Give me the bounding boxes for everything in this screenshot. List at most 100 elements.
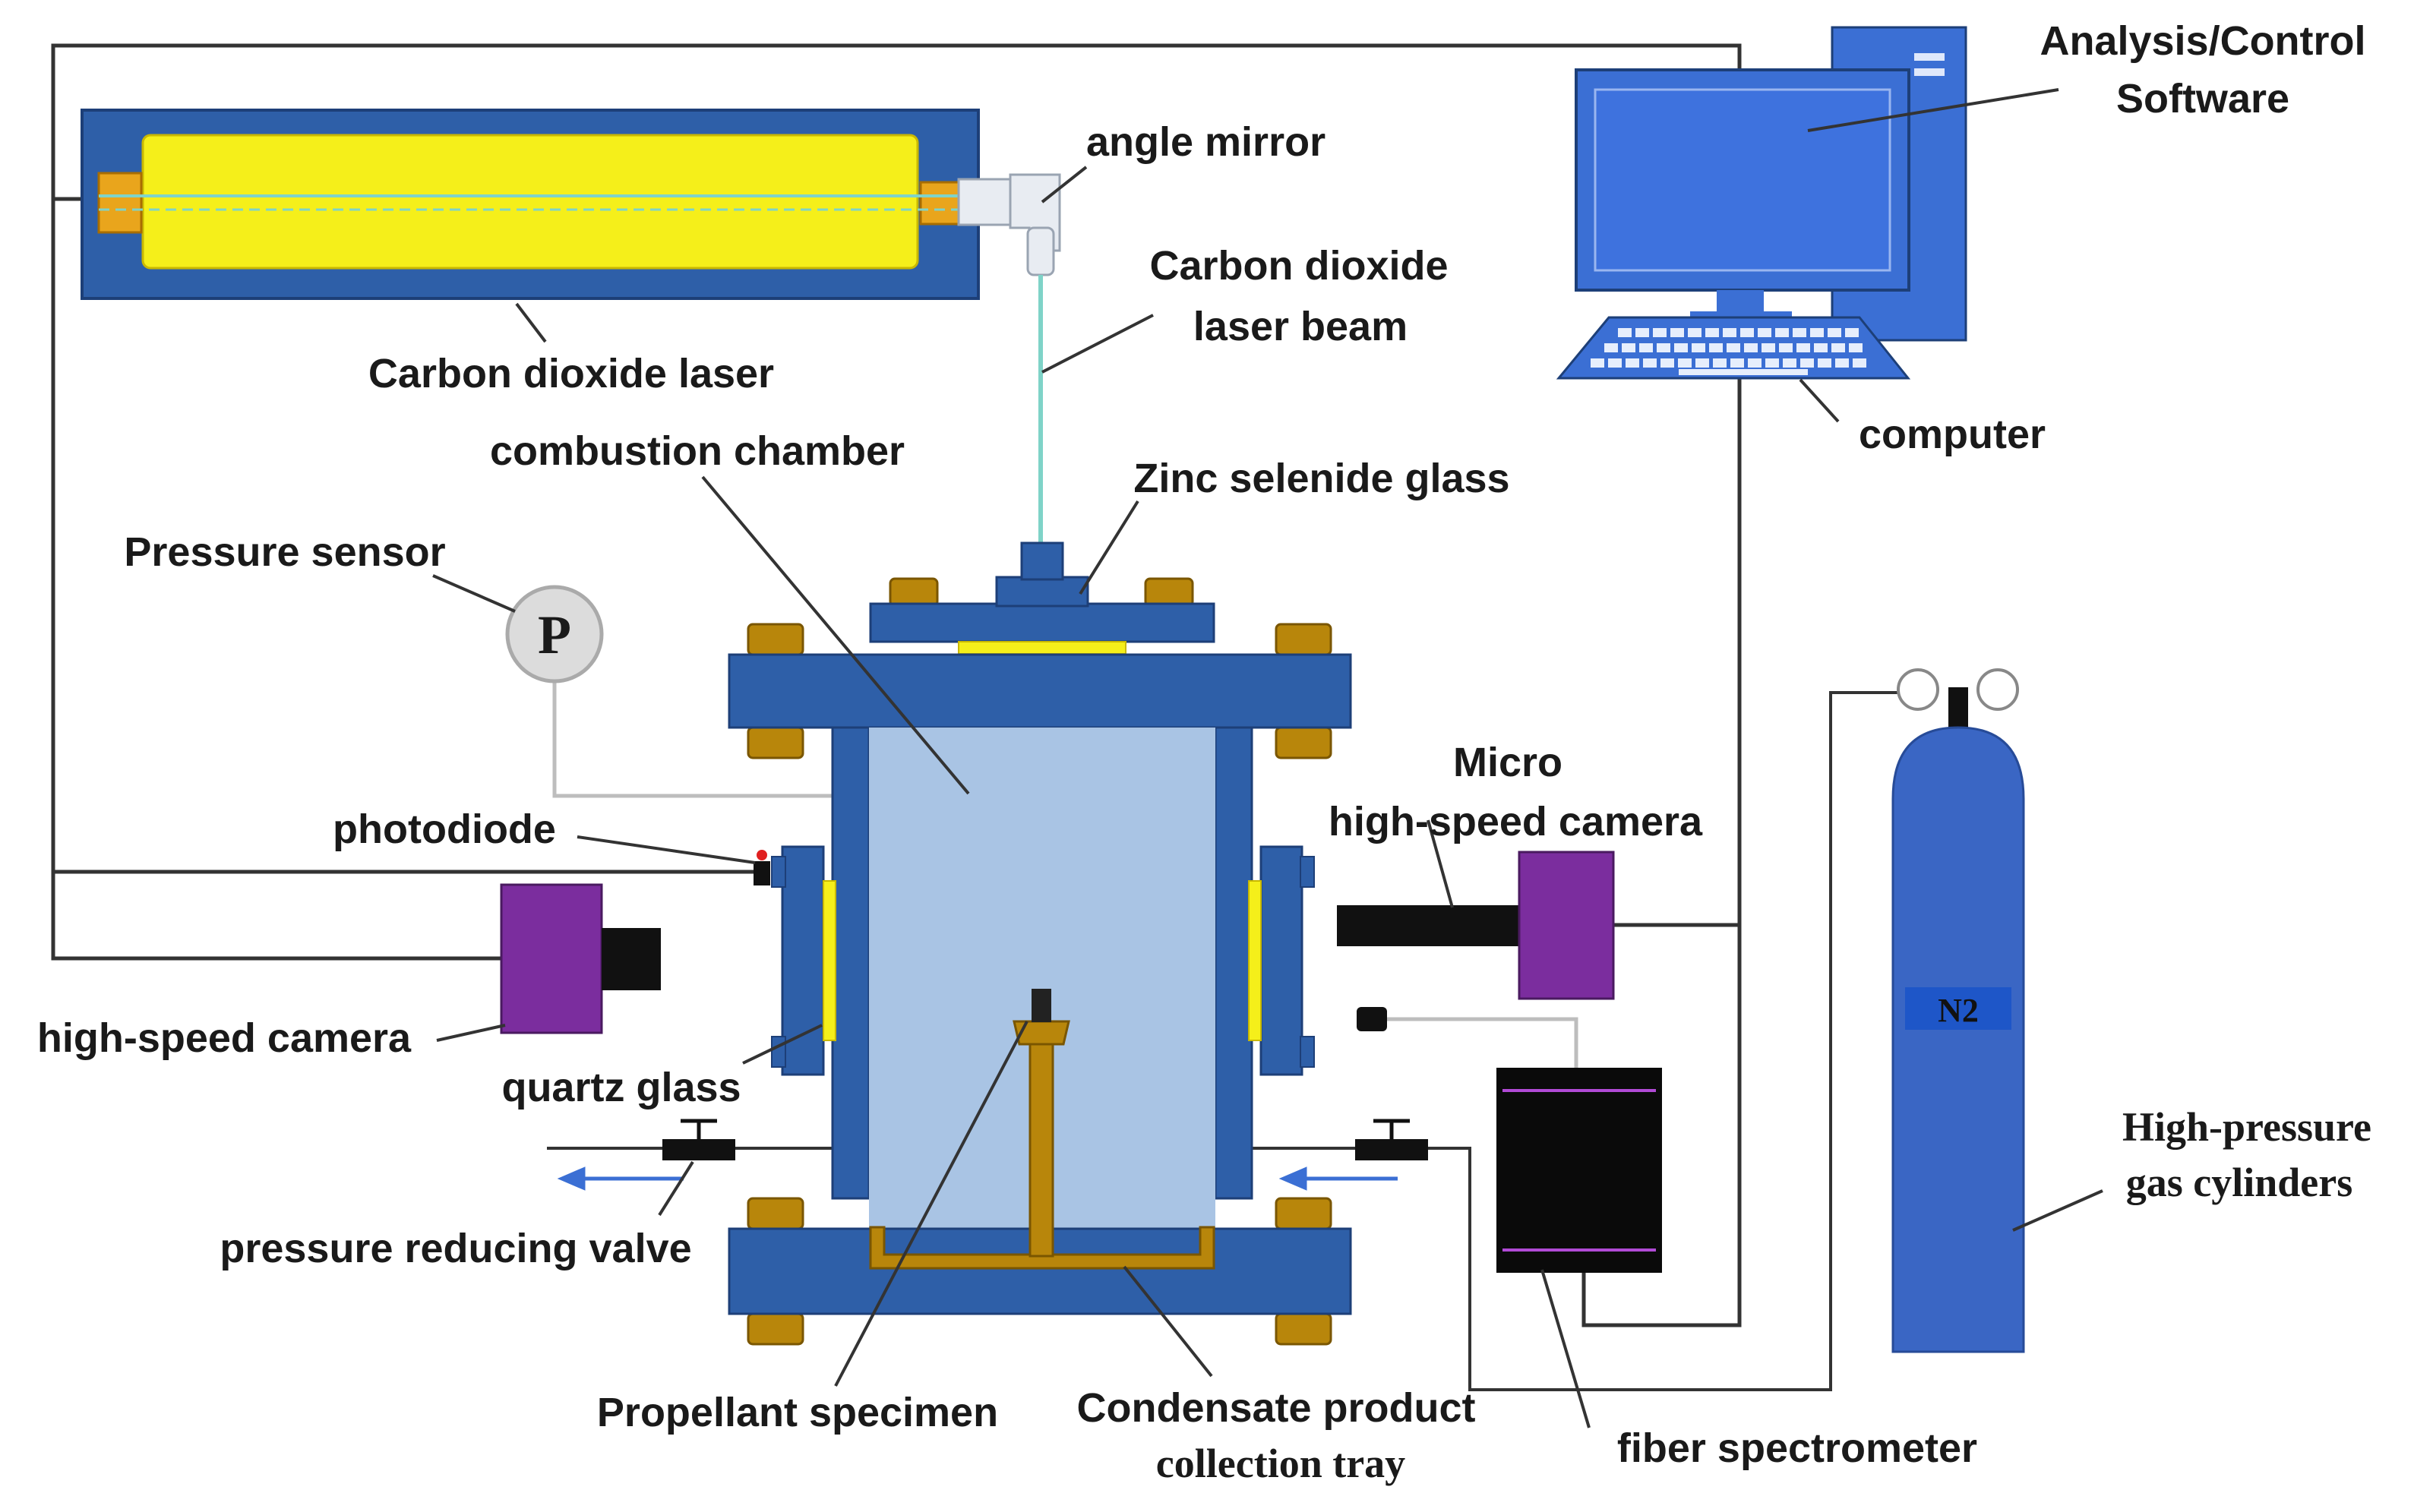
- leader-co2-beam: [1041, 314, 1154, 374]
- angle-mirror: [1009, 173, 1061, 276]
- keyboard-key: [1688, 328, 1701, 337]
- leader-pressure: [432, 574, 516, 613]
- keyboard-key: [1853, 358, 1866, 368]
- keyboard-key: [1800, 358, 1814, 368]
- keyboard-key: [1653, 328, 1667, 337]
- keyboard-key: [1723, 328, 1736, 337]
- cylinder-valve-knob-right: [1976, 668, 2019, 711]
- keyboard-key: [1740, 328, 1754, 337]
- right-window: [1248, 845, 1315, 1076]
- keyboard-key: [1727, 343, 1740, 352]
- condensate-label-2: collection tray: [1156, 1441, 1405, 1486]
- top-flange: [728, 653, 1352, 729]
- keyboard-key: [1793, 328, 1806, 337]
- leader-micro-camera: [1427, 819, 1454, 908]
- keyboard-key: [1618, 328, 1632, 337]
- leader-prv: [658, 1160, 694, 1217]
- propellant-specimen-label: Propellant specimen: [597, 1390, 998, 1435]
- left-wall: [831, 726, 870, 1200]
- top-port-base: [995, 576, 1089, 608]
- photodiode-led: [757, 850, 767, 860]
- n2-label: N2: [1938, 992, 1979, 1029]
- keyboard-key: [1639, 343, 1653, 352]
- exhaust-arrow-head: [557, 1166, 586, 1191]
- keyboard-key: [1796, 343, 1810, 352]
- micro-high-speed-camera: [1337, 851, 1615, 1000]
- bolt: [1275, 623, 1332, 656]
- keyboard-key: [1604, 343, 1618, 352]
- keyboard-key: [1674, 343, 1688, 352]
- keyboard-key: [1635, 328, 1649, 337]
- collection-tray: [869, 1226, 1215, 1270]
- bolt: [889, 577, 939, 608]
- pressure-symbol: P: [538, 604, 571, 665]
- gas-cylinders-label: High-pressure: [2122, 1104, 2371, 1150]
- right-wall: [1214, 726, 1253, 1200]
- computer-label: computer: [1859, 412, 2046, 457]
- keyboard-key: [1730, 358, 1744, 368]
- monitor-screen: [1594, 88, 1891, 272]
- leader-zinc: [1079, 500, 1139, 595]
- pressure-sensor-line: [552, 676, 836, 798]
- leader-photodiode: [577, 835, 756, 864]
- micro-camera-body: [1518, 851, 1615, 1000]
- keyboard-key: [1657, 343, 1670, 352]
- co2-beam-label: Carbon dioxide: [1149, 243, 1448, 289]
- sensor-lines: [552, 676, 1578, 1071]
- top-cap-plate: [869, 602, 1215, 643]
- leader-analysis: [1807, 88, 2059, 132]
- leader-co2-laser: [515, 302, 547, 343]
- keyboard-key: [1779, 343, 1793, 352]
- right-window-tab: [1300, 856, 1315, 888]
- labels: Analysis/Control Software angle mirror C…: [37, 18, 2371, 1486]
- right-window-tab: [1300, 1036, 1315, 1068]
- valve-body: [662, 1139, 735, 1160]
- left-quartz-glass: [823, 880, 836, 1041]
- pressure-reducing-valve: [662, 1119, 735, 1160]
- high-speed-camera: [500, 883, 661, 1034]
- leader-cylinder: [2012, 1189, 2103, 1232]
- keyboard-key: [1744, 343, 1758, 352]
- n2-label-box: [1905, 987, 2011, 1030]
- keyboard-key: [1692, 343, 1705, 352]
- keyboard-key: [1818, 358, 1831, 368]
- keyboard-key: [1814, 343, 1828, 352]
- leader-quartz: [742, 1024, 823, 1065]
- analysis-control-label: Analysis/Control: [2040, 18, 2365, 64]
- zinc-selenide-label: Zinc selenide glass: [1133, 456, 1509, 501]
- angle-mirror-label: angle mirror: [1086, 119, 1325, 165]
- fiber-spectrometer-label: fiber spectrometer: [1617, 1425, 1977, 1471]
- keyboard-key: [1670, 328, 1684, 337]
- keyboard-key: [1849, 343, 1863, 352]
- bolt: [1144, 577, 1194, 608]
- combustion-chamber: [728, 541, 1352, 1346]
- co2-beam-label-2: laser beam: [1193, 304, 1408, 349]
- cylinder-valve-knob-left: [1897, 668, 1939, 711]
- condensate-label: Condensate product: [1076, 1385, 1475, 1431]
- inlet-arrow-head: [1278, 1166, 1307, 1191]
- keyboard-key: [1591, 358, 1604, 368]
- cylinder-valve-stem: [1948, 687, 1968, 729]
- keyboard-key: [1695, 358, 1709, 368]
- keyboard-key: [1810, 328, 1824, 337]
- spectrometer-wire: [1581, 919, 1742, 1327]
- gas-cylinders-label-2: gas cylinders: [2126, 1160, 2353, 1205]
- gas-cylinder: N2: [1891, 668, 2025, 1353]
- pressure-sensor-label: Pressure sensor: [124, 529, 445, 575]
- keyboard-key: [1713, 358, 1727, 368]
- laser-endcap-right: [919, 181, 960, 226]
- fiber-probe: [1357, 1007, 1387, 1031]
- leader-angle-mirror: [1041, 166, 1088, 204]
- co2-laser: [81, 109, 1036, 300]
- micro-camera-label: Micro: [1453, 740, 1562, 785]
- analysis-control-label-2: Software: [2116, 76, 2289, 122]
- keyboard-key: [1705, 328, 1719, 337]
- photodiode-label: photodiode: [333, 807, 556, 852]
- prv-label: pressure reducing valve: [220, 1226, 691, 1271]
- top-bolts: [747, 577, 1332, 1346]
- specimen-stand: [1028, 1040, 1054, 1258]
- zinc-selenide-window: [958, 641, 1126, 655]
- camera-body: [500, 883, 603, 1034]
- bolt: [747, 1197, 804, 1230]
